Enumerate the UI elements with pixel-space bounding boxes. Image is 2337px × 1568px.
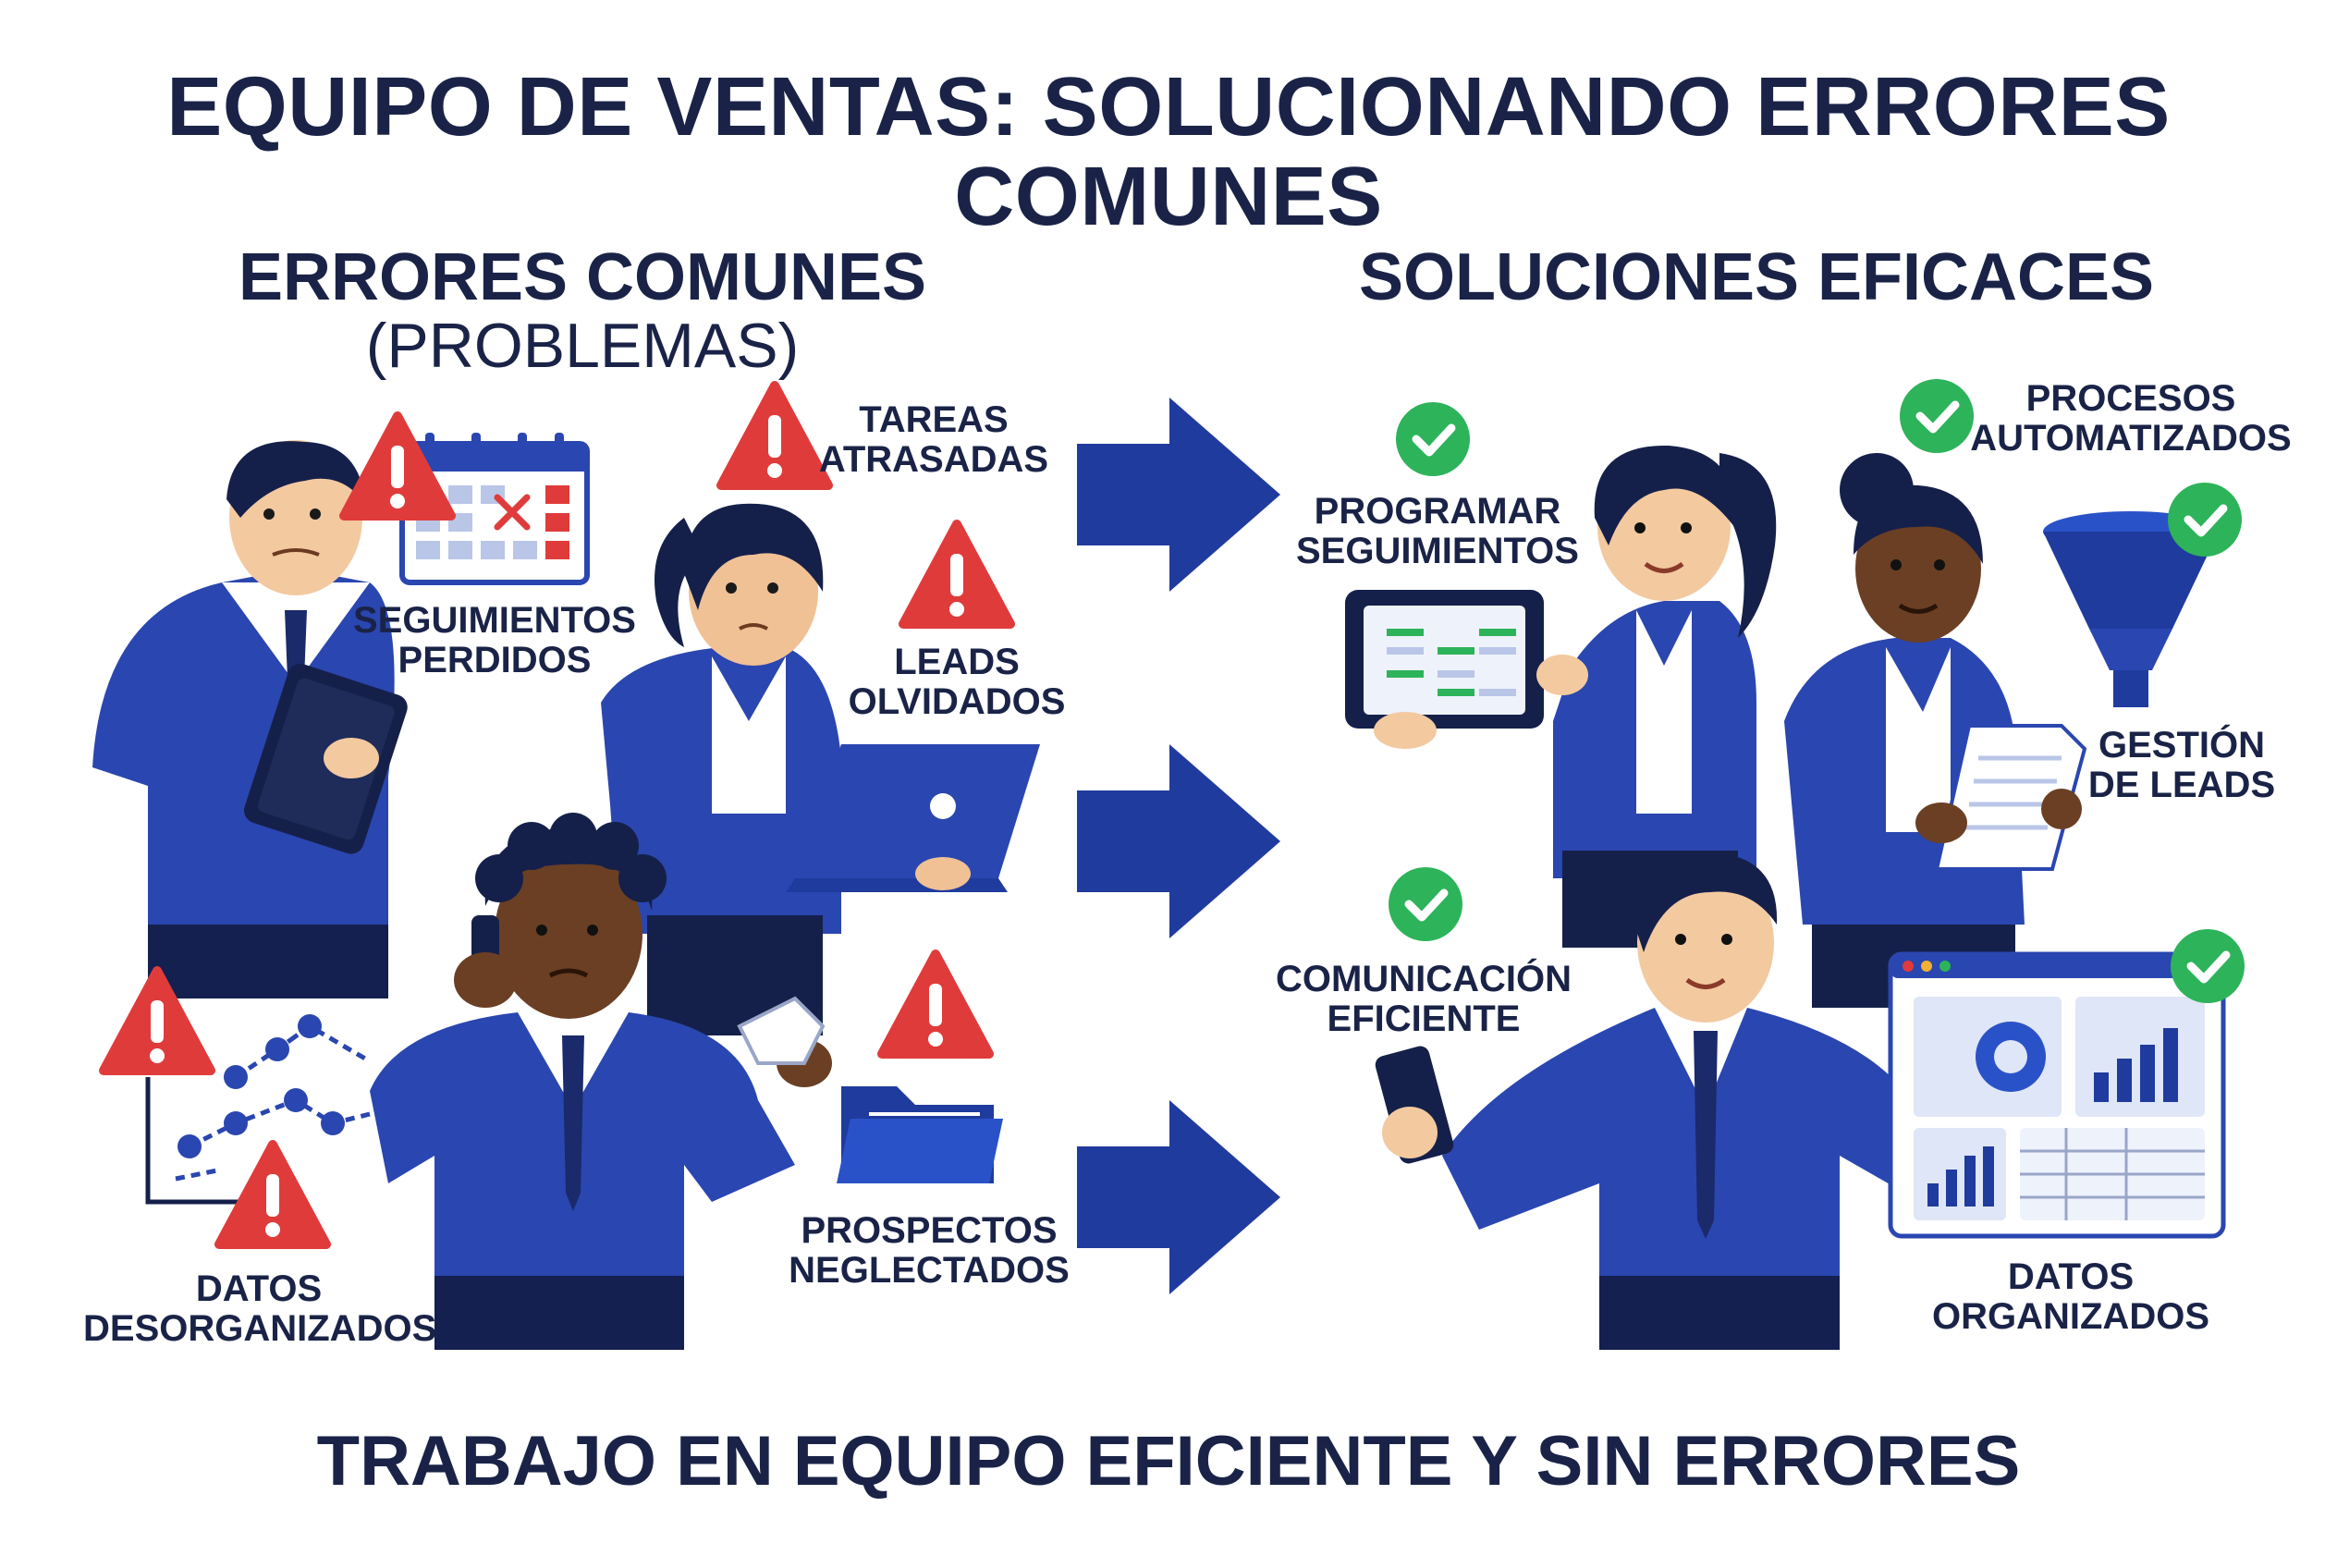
right-arrow-icon [1077, 398, 1280, 592]
solution-label-procesos: PROCESOS AUTOMATIZADOS [1970, 378, 2292, 459]
problems-heading: ERRORES COMUNES [238, 240, 927, 314]
problem-label-seguimientos: SEGUIMIENTOS PERDIDOS [353, 600, 636, 680]
check-circle-icon [1389, 867, 1462, 941]
warning-triangle-icon [219, 1145, 326, 1244]
check-circle-icon [2168, 483, 2242, 557]
scattered-data-icon [145, 1014, 371, 1205]
solution-label-comunicacion: COMUNICACIÓN EFICIENTE [1276, 959, 1572, 1039]
organized-woman-with-document-figure [1784, 453, 2087, 1008]
analytics-dashboard-icon [1888, 951, 2226, 1239]
efficient-man-with-phone-figure [1375, 851, 1959, 1350]
warning-triangle-icon [882, 954, 989, 1054]
solution-label-programar: PROGRAMAR SEGUIMIENTOS [1296, 491, 1579, 571]
check-circle-icon [1396, 402, 1470, 476]
worried-man-figure [92, 440, 408, 998]
problem-label-prospectos: PROSPECTOS NEGLECTADOS [789, 1210, 1070, 1291]
folder-icon [837, 1086, 1003, 1183]
problem-label-datos: DATOS DESORGANIZADOS [83, 1268, 437, 1349]
solutions-heading: SOLUCIONES EFICACES [1358, 240, 2155, 314]
page-title: EQUIPO DE VENTAS: SOLUCIONANDO ERRORES C… [166, 61, 2171, 244]
problem-label-tareas: TAREAS ATRASADAS [818, 399, 1049, 480]
warning-triangle-icon [903, 524, 1010, 624]
check-circle-icon [1900, 379, 1974, 453]
right-arrow-icon [1077, 1100, 1280, 1294]
footer-tagline: TRABAJO EN EQUIPO EFICIENTE Y SIN ERRORE… [316, 1422, 2021, 1501]
problems-subheading: (PROBLEMAS) [365, 311, 800, 381]
overwhelmed-man-on-phone-figure [370, 813, 832, 1350]
right-arrow-icon [1077, 744, 1280, 938]
check-circle-icon [2171, 929, 2245, 1003]
solution-label-gestion: GESTIÓN DE LEADS [2087, 725, 2276, 805]
problem-label-leads: LEADS OLVIDADOS [848, 642, 1066, 722]
funnel-icon [2043, 511, 2219, 707]
solution-label-datos: DATOS ORGANIZADOS [1932, 1256, 2209, 1337]
